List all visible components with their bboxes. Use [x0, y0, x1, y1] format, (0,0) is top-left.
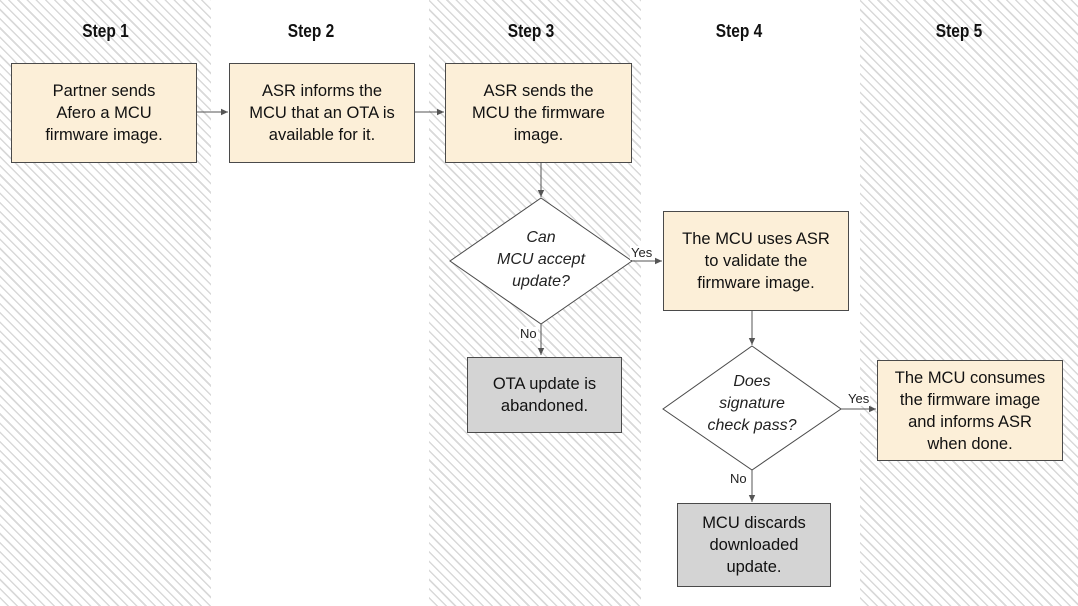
lane-step-5 — [860, 0, 1078, 606]
step-2-title: Step 2 — [287, 21, 335, 41]
edge-label-accept-yes: Yes — [630, 245, 654, 260]
diamond-signature-check — [662, 345, 842, 471]
node-asr-informs-label: ASR informs the MCU that an OTA is avail… — [249, 82, 395, 144]
edge-label-signature-no: No — [729, 471, 748, 486]
node-asr-sends: ASR sends the MCU the firmware image. — [445, 63, 632, 163]
diamond-signature-check-label: Does signature check pass? — [707, 373, 797, 434]
node-asr-informs: ASR informs the MCU that an OTA is avail… — [229, 63, 415, 163]
node-ota-abandoned-label: OTA update is abandoned. — [492, 375, 597, 415]
diamond-can-accept — [449, 197, 633, 325]
node-mcu-discards: MCU discards downloaded update. — [677, 503, 831, 587]
node-partner-sends-label: Partner sends Afero a MCU firmware image… — [45, 82, 163, 144]
diamond-can-accept-label: Can MCU accept update? — [496, 229, 586, 290]
node-mcu-consumes-label: The MCU consumes the firmware image and … — [894, 368, 1046, 453]
step-3-title: Step 3 — [507, 21, 555, 41]
edge-label-signature-yes: Yes — [847, 391, 871, 406]
step-5-title: Step 5 — [935, 21, 983, 41]
edge-label-accept-no: No — [519, 326, 538, 341]
node-asr-sends-label: ASR sends the MCU the firmware image. — [472, 82, 605, 144]
node-mcu-validates: The MCU uses ASR to validate the firmwar… — [663, 211, 849, 311]
node-partner-sends: Partner sends Afero a MCU firmware image… — [11, 63, 197, 163]
node-ota-abandoned: OTA update is abandoned. — [467, 357, 622, 433]
step-1-title: Step 1 — [82, 21, 129, 41]
node-mcu-validates-label: The MCU uses ASR to validate the firmwar… — [682, 230, 830, 292]
node-mcu-discards-label: MCU discards downloaded update. — [702, 514, 806, 576]
step-4-title: Step 4 — [715, 21, 763, 41]
node-mcu-consumes: The MCU consumes the firmware image and … — [877, 360, 1063, 461]
